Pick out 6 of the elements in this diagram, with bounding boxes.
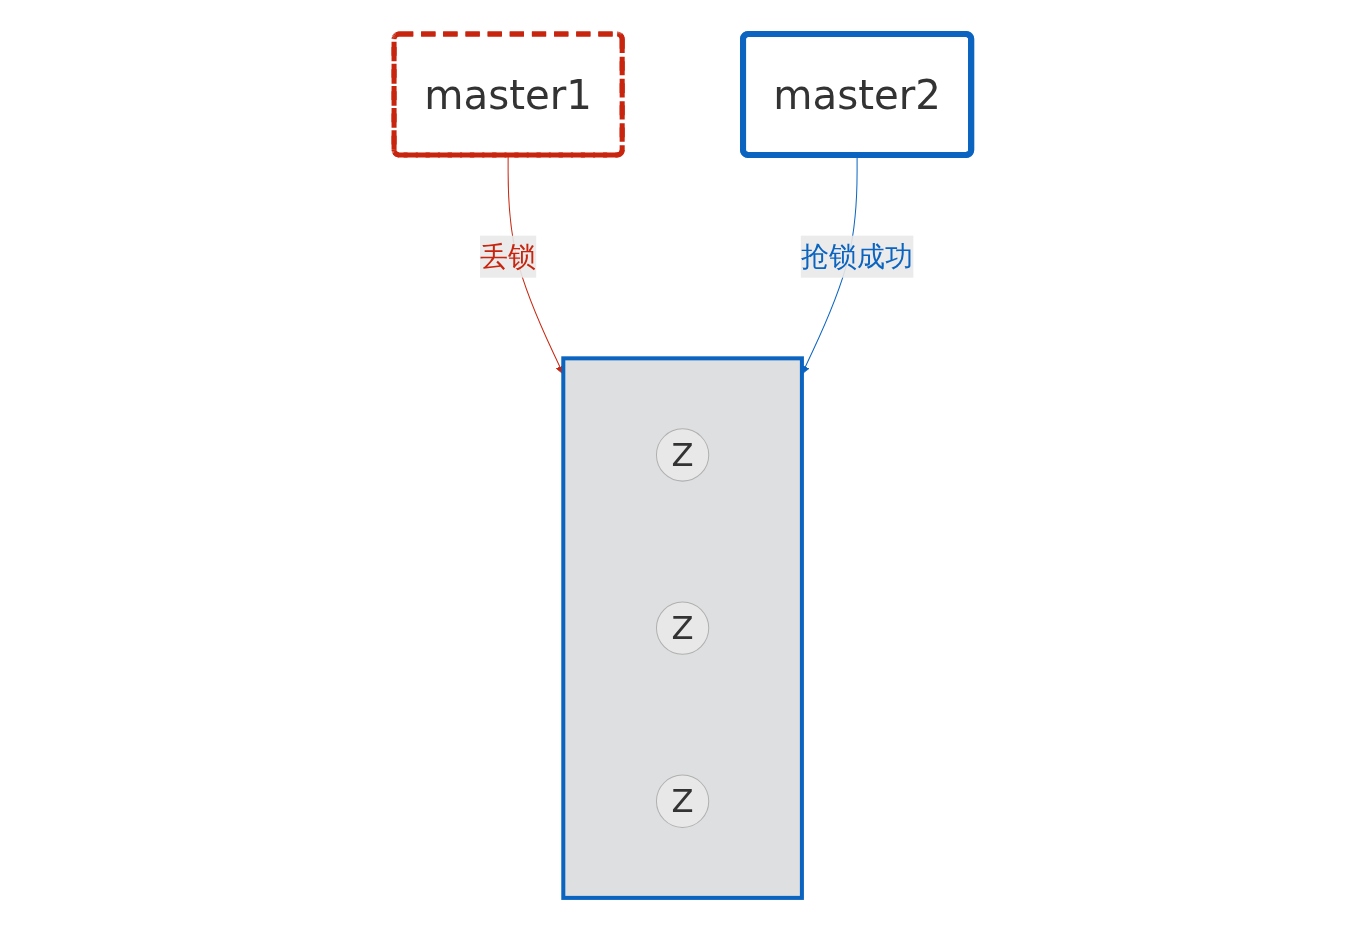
edge-label: 抢锁成功 [801,239,914,273]
node-circle: Z [656,601,710,655]
cluster [561,355,805,900]
edge-label: 丢锁 [480,239,537,273]
node-circle: Z [656,427,710,482]
node-circle: Z [656,774,710,828]
